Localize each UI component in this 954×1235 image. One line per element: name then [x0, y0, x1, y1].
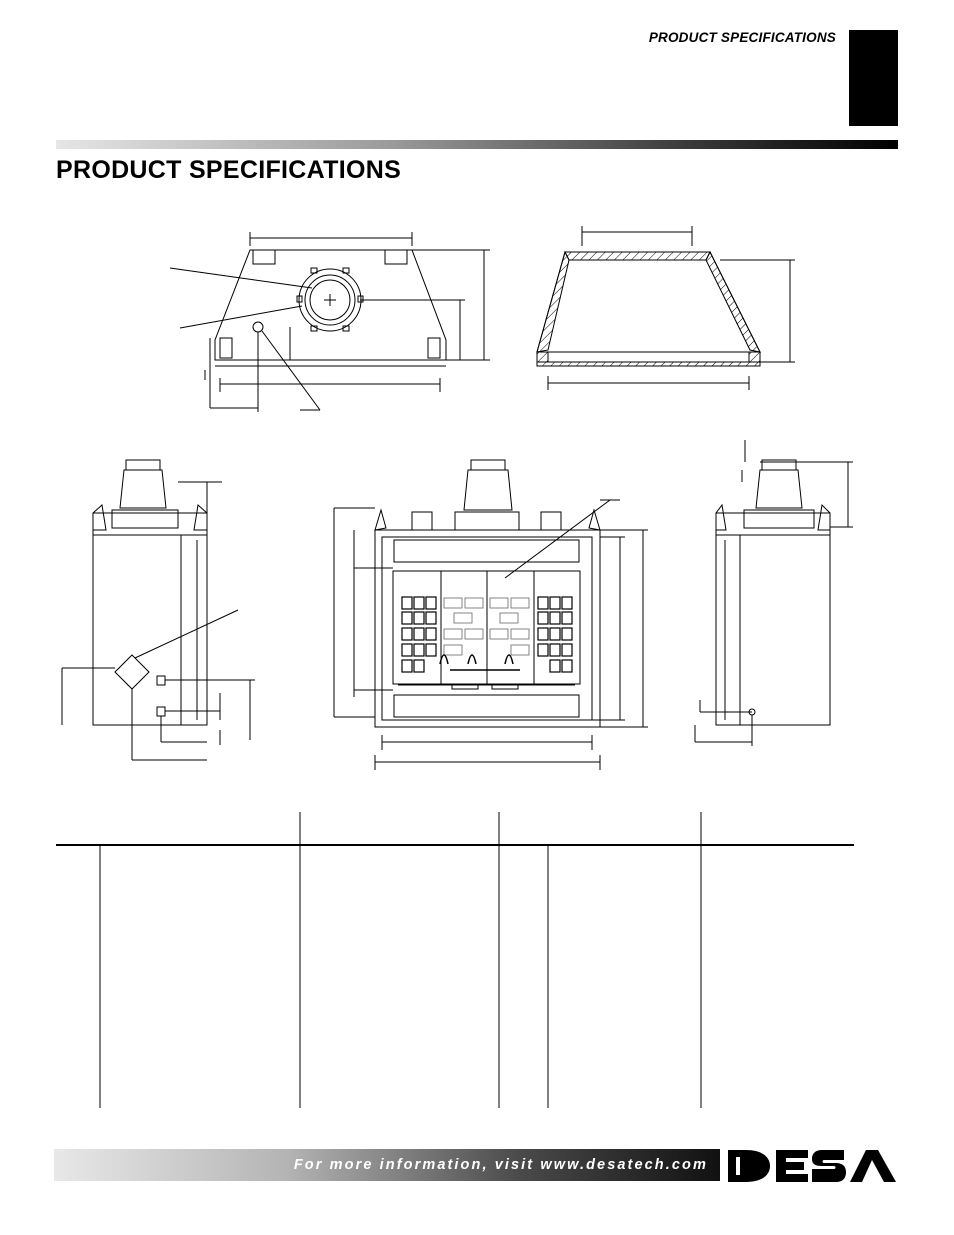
page-title: PRODUCT SPECIFICATIONS [56, 156, 402, 184]
header-gradient-rule [56, 140, 898, 149]
left-side-view-drawing [61, 459, 255, 761]
right-side-view-drawing [694, 440, 853, 746]
section-tab-block [849, 30, 898, 126]
footer-gradient-bar [54, 1149, 720, 1181]
front-view-drawing [333, 459, 648, 770]
top-view-drawing [169, 232, 490, 412]
firebrick-pattern [401, 596, 573, 673]
specification-table [56, 812, 854, 1108]
section-view-drawing [536, 226, 795, 390]
technical-drawings [61, 226, 853, 770]
header-section-label: PRODUCT SPECIFICATIONS [648, 30, 836, 45]
desa-logo [728, 1150, 896, 1182]
footer-info-text: For more information, visit www.desatech… [293, 1157, 708, 1173]
